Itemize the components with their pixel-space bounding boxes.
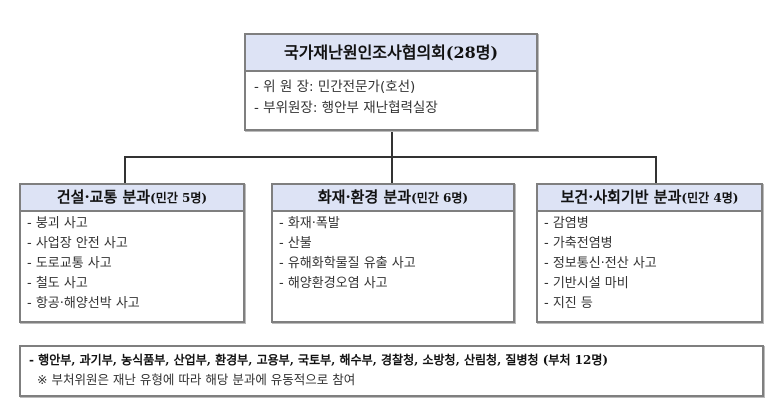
section-health-infrastructure: 보건·사회기반 분과(민간 4명) - 감염병 - 가축전염병 - 정보통신·전… xyxy=(536,183,763,323)
section-subtitle: (민간 5명) xyxy=(150,191,208,205)
list-item: - 철도 사고 xyxy=(27,276,88,291)
list-item: - 해양환경오염 사고 xyxy=(279,276,388,291)
list-item: - 지진 등 xyxy=(544,296,593,311)
connector-top-vertical xyxy=(391,131,393,158)
section-title: 보건·사회기반 분과 xyxy=(560,188,682,206)
ministries-list: - 행안부, 과기부, 농식품부, 산업부, 환경부, 고용부, 국토부, 해수… xyxy=(29,353,609,367)
connector-left-drop xyxy=(124,156,126,184)
section-fire-environment: 화재·환경 분과(민간 6명) - 화재·폭발 - 산불 - 유해화학물질 유출… xyxy=(271,183,515,323)
section-header: 화재·환경 분과(민간 6명) xyxy=(273,185,513,212)
list-item: - 산불 xyxy=(279,236,312,251)
list-item: - 감염병 xyxy=(544,216,589,231)
ministries-note: ※ 부처위원은 재난 유형에 따라 해당 분과에 유동적으로 참여 xyxy=(37,372,356,387)
section-title: 건설·교통 분과 xyxy=(56,188,151,206)
section-construction-transport: 건설·교통 분과(민간 5명) - 붕괴 사고 - 사업장 안전 사고 - 도로… xyxy=(19,183,245,323)
connector-right-drop xyxy=(655,156,657,184)
section-header: 건설·교통 분과(민간 5명) xyxy=(21,185,243,212)
list-item: - 기반시설 마비 xyxy=(544,276,629,291)
vice-chair-item: - 부위원장: 행안부 재난협력실장 xyxy=(254,100,438,116)
section-subtitle: (민간 4명) xyxy=(681,191,739,205)
section-title: 화재·환경 분과 xyxy=(317,188,412,206)
ministries-box: - 행안부, 과기부, 농식품부, 산업부, 환경부, 고용부, 국토부, 해수… xyxy=(19,345,764,397)
list-item: - 정보통신·전산 사고 xyxy=(544,256,657,271)
section-items: - 붕괴 사고 - 사업장 안전 사고 - 도로교통 사고 - 철도 사고 - … xyxy=(21,212,243,314)
list-item: - 항공·해양선박 사고 xyxy=(27,296,140,311)
section-items: - 감염병 - 가축전염병 - 정보통신·전산 사고 - 기반시설 마비 - 지… xyxy=(538,212,761,314)
list-item: - 사업장 안전 사고 xyxy=(27,236,128,251)
list-item: - 화재·폭발 xyxy=(279,216,340,231)
council-members: - 위 원 장: 민간전문가(호선) - 부위원장: 행안부 재난협력실장 xyxy=(246,72,536,119)
section-subtitle: (민간 6명) xyxy=(411,191,469,205)
connector-middle-drop xyxy=(391,156,393,184)
connector-horizontal xyxy=(124,156,657,158)
section-items: - 화재·폭발 - 산불 - 유해화학물질 유출 사고 - 해양환경오염 사고 xyxy=(273,212,513,294)
list-item: - 유해화학물질 유출 사고 xyxy=(279,256,416,271)
list-item: - 도로교통 사고 xyxy=(27,256,112,271)
list-item: - 가축전염병 xyxy=(544,236,613,251)
section-header: 보건·사회기반 분과(민간 4명) xyxy=(538,185,761,212)
council-box: 국가재난원인조사협의회(28명) - 위 원 장: 민간전문가(호선) - 부위… xyxy=(244,33,538,131)
council-title: 국가재난원인조사협의회(28명) xyxy=(246,35,536,72)
chair-item: - 위 원 장: 민간전문가(호선) xyxy=(254,79,416,95)
list-item: - 붕괴 사고 xyxy=(27,216,88,231)
